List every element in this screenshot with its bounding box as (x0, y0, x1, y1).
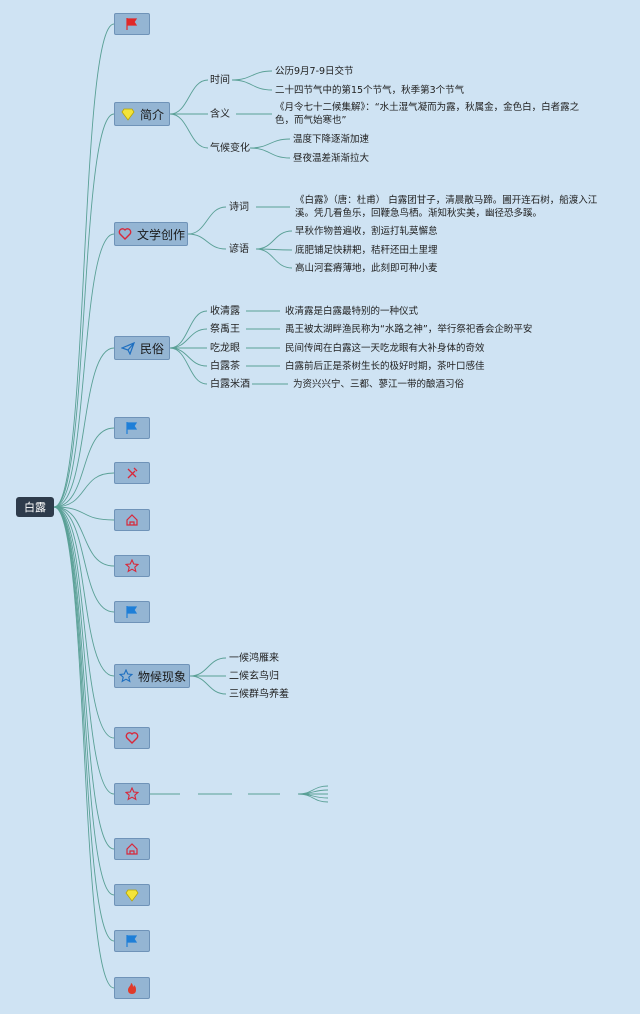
root-connector (53, 347, 115, 508)
customs-connector (169, 347, 208, 385)
custom-desc-5: 为资兴兴宁、三都、蓼江一带的酿酒习俗 (293, 379, 465, 390)
intro-time-label: 时间 (210, 75, 230, 86)
intro-meaning-label: 含义 (210, 109, 230, 120)
flag-icon (124, 16, 140, 32)
node-fire[interactable] (114, 977, 150, 999)
node-label: 简介 (139, 107, 164, 122)
home-icon (124, 512, 140, 528)
phenology-item-3: 三候群鸟养羞 (229, 689, 289, 700)
heart-icon (117, 226, 133, 242)
star-branch-connector (297, 789, 329, 795)
node-flag-1[interactable] (114, 13, 150, 35)
node-label: 民俗 (139, 341, 164, 356)
custom-label-2: 祭禹王 (210, 324, 240, 335)
root-connector (53, 506, 115, 739)
node-star-2[interactable] (114, 783, 150, 805)
node-minsu[interactable]: 民俗 (114, 336, 170, 360)
root-connector (53, 506, 115, 567)
root-connector (53, 506, 115, 850)
flag-icon (124, 604, 140, 620)
root-connector (53, 506, 115, 942)
root-connector (53, 506, 115, 795)
star-icon (124, 786, 140, 802)
customs-connector (169, 328, 208, 349)
intro-climate-connector (249, 147, 291, 159)
flag-icon (124, 420, 140, 436)
custom-label-1: 收清露 (210, 306, 240, 317)
lit-connector (187, 206, 227, 235)
intro-time-item-1: 公历9月7-9日交节 (275, 66, 354, 77)
root-connector (53, 506, 115, 677)
node-wuhou[interactable]: 物候现象 (114, 664, 190, 688)
intro-connector (169, 79, 209, 115)
intro-meaning-text: 《月令七十二候集解》：“水土湿气凝而为露，秋属金，金色白，白者露之色，而气始寒也… (275, 102, 580, 126)
lit-poem-text: 《白露》（唐：杜甫） 白露团甘子，清晨散马蹄。圃开连石树，船渡入江溪。凭几看鱼乐… (295, 195, 598, 219)
customs-connector (169, 310, 208, 349)
intro-climate-item-1: 温度下降逐渐加速 (293, 134, 370, 145)
root-connector (53, 23, 115, 508)
custom-desc-4: 白露前后正是茶树生长的极好时期，茶叶口感佳 (285, 361, 485, 372)
node-wenxue[interactable]: 文学创作 (114, 222, 188, 246)
node-tools[interactable] (114, 462, 150, 484)
star-icon (124, 558, 140, 574)
root-connector (53, 233, 115, 508)
root-connector (53, 506, 115, 521)
lit-proverb-1: 早秋作物普遍收，割运打轧莫懈怠 (295, 226, 438, 237)
node-flag-2[interactable] (114, 417, 150, 439)
phenology-item-1: 一候鸿雁来 (229, 653, 279, 664)
custom-label-3: 吃龙眼 (210, 343, 240, 354)
lit-poem-label: 诗词 (229, 202, 249, 213)
lit-proverb-2: 底肥铺足快耕耙，秸秆还田土里埋 (295, 245, 438, 256)
root-node[interactable]: 白露 (16, 497, 54, 517)
root-connector (53, 506, 115, 896)
tools-icon (124, 465, 140, 481)
intro-time-item-2: 二十四节气中的第15个节气，秋季第3个节气 (275, 85, 465, 96)
fire-icon (124, 980, 140, 996)
node-label: 物候现象 (137, 669, 186, 684)
diamond-icon (124, 887, 140, 903)
intro-time-connector (231, 70, 273, 81)
star-branch-connector (297, 793, 329, 803)
custom-desc-3: 民间传闻在白露这一天吃龙眼有大补身体的奇效 (285, 343, 485, 354)
custom-label-4: 白露茶 (210, 361, 240, 372)
custom-desc-1: 收清露是白露最特别的一种仪式 (285, 306, 419, 317)
flag-icon (124, 933, 140, 949)
root-connector (53, 113, 115, 508)
intro-climate-label: 气候变化 (210, 143, 250, 154)
custom-label-5: 白露米酒 (210, 379, 250, 390)
custom-desc-2: 禹王被太湖畔渔民称为“水路之神”，举行祭祀香会企盼平安 (285, 324, 533, 335)
lit-proverb-connector (255, 248, 293, 269)
phenology-item-2: 二候玄鸟归 (229, 671, 279, 682)
intro-time-connector (231, 79, 273, 91)
node-heart[interactable] (114, 727, 150, 749)
node-home-1[interactable] (114, 509, 150, 531)
lit-proverb-3: 高山河套瘠薄地，此刻即可种小麦 (295, 263, 438, 274)
root-connector (53, 472, 115, 508)
intro-climate-item-2: 昼夜温差渐渐拉大 (293, 153, 370, 164)
node-jianjie[interactable]: 简介 (114, 102, 170, 126)
node-diamond[interactable] (114, 884, 150, 906)
star-icon (118, 668, 134, 684)
heart-icon (124, 730, 140, 746)
node-star-1[interactable] (114, 555, 150, 577)
node-flag-3[interactable] (114, 601, 150, 623)
customs-connector (169, 347, 208, 367)
diamond-icon (120, 106, 136, 122)
paper-plane-icon (120, 340, 136, 356)
root-connector (53, 427, 115, 508)
node-home-2[interactable] (114, 838, 150, 860)
node-flag-4[interactable] (114, 930, 150, 952)
root-connector (53, 506, 115, 613)
root-connector (53, 506, 115, 989)
lit-proverb-connector (255, 230, 293, 250)
phenology-connector (189, 657, 227, 677)
phenology-connector (189, 675, 227, 695)
lit-proverb-label: 谚语 (229, 244, 249, 255)
node-label: 文学创作 (136, 227, 185, 242)
intro-climate-connector (249, 138, 291, 149)
lit-connector (187, 233, 227, 250)
intro-connector (169, 113, 209, 149)
home-icon (124, 841, 140, 857)
